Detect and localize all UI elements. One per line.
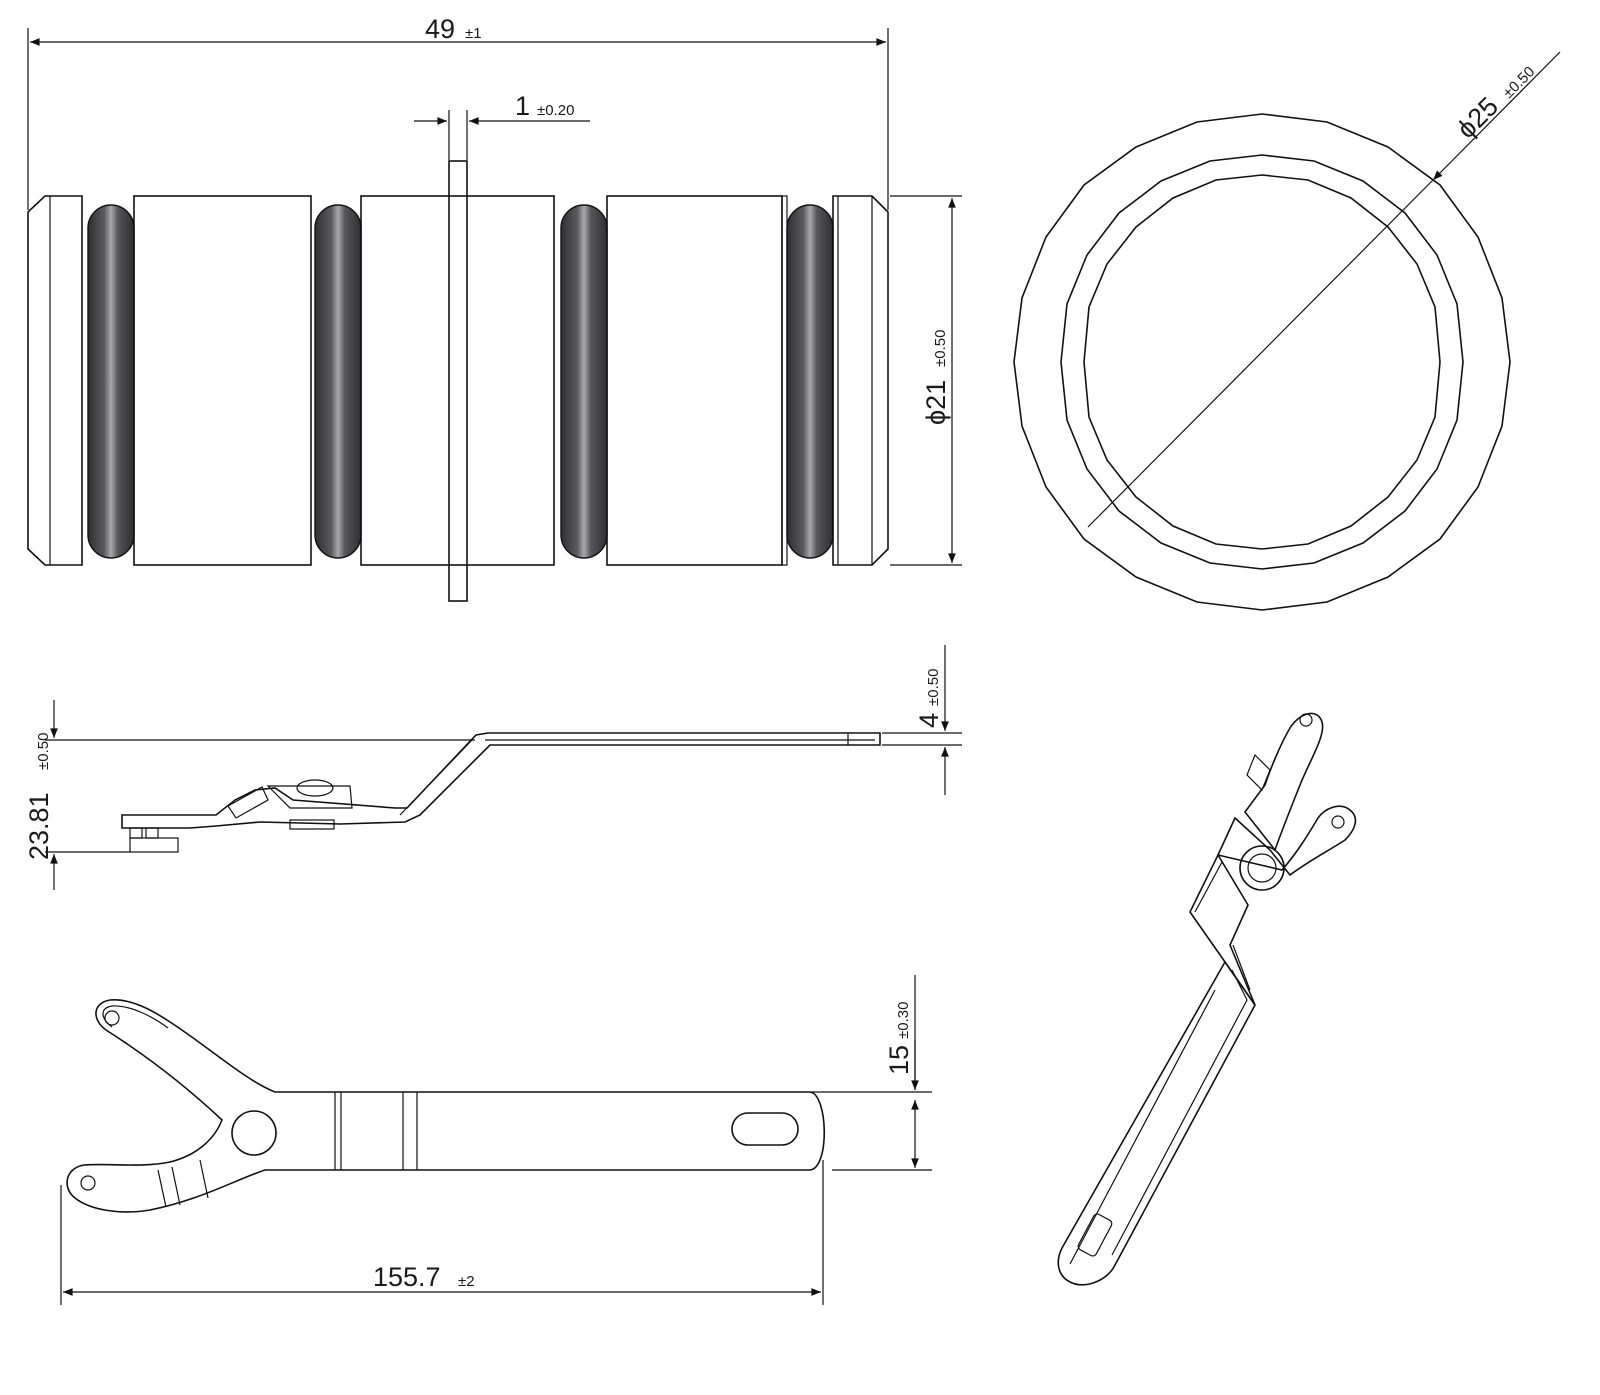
diameter-side-tolerance: ±0.50 xyxy=(932,330,949,367)
handle-width-dimension: 15 ±0.30 xyxy=(812,975,932,1171)
wrench-thickness-value: 4 xyxy=(914,713,944,728)
wrench-length-value: 155.7 xyxy=(373,1262,441,1292)
flange-value: 1 xyxy=(515,91,530,121)
diameter-end-dimension: ϕ25 ±0.50 xyxy=(1432,51,1561,181)
diameter-side-value: ϕ21 xyxy=(921,380,951,425)
wrench-thickness-tolerance: ±0.50 xyxy=(925,669,942,706)
handle-width-value: 15 xyxy=(884,1045,914,1075)
wrench-height-dimension: 23.81 ±0.50 xyxy=(24,700,475,890)
wrench-length-dimension: 155.7 ±2 xyxy=(60,1160,824,1305)
flange-tolerance: ±0.20 xyxy=(537,102,574,119)
handle-width-tolerance: ±0.30 xyxy=(895,1002,912,1039)
cylinder-end-view xyxy=(1013,113,1511,611)
diameter-side-dimension: ϕ21 ±0.50 xyxy=(890,195,962,566)
wrench-top-view xyxy=(66,999,825,1213)
length-dimension: 49 ±1 xyxy=(27,14,889,210)
wrench-thickness-dimension: 4 ±0.50 xyxy=(882,645,962,795)
wrench-length-tolerance: ±2 xyxy=(458,1273,475,1290)
cylinder-side-view xyxy=(27,160,889,602)
wrench-height-value: 23.81 xyxy=(24,792,54,860)
wrench-isometric-view xyxy=(1057,712,1357,1286)
length-tolerance: ±1 xyxy=(465,25,482,42)
diameter-end-value: ϕ25 xyxy=(1451,91,1504,144)
length-value: 49 xyxy=(425,14,455,44)
flange-dimension: 1 ±0.20 xyxy=(414,91,590,160)
diameter-end-tolerance: ±0.50 xyxy=(1500,63,1538,101)
wrench-side-view xyxy=(121,732,881,853)
wrench-height-tolerance: ±0.50 xyxy=(35,733,52,770)
